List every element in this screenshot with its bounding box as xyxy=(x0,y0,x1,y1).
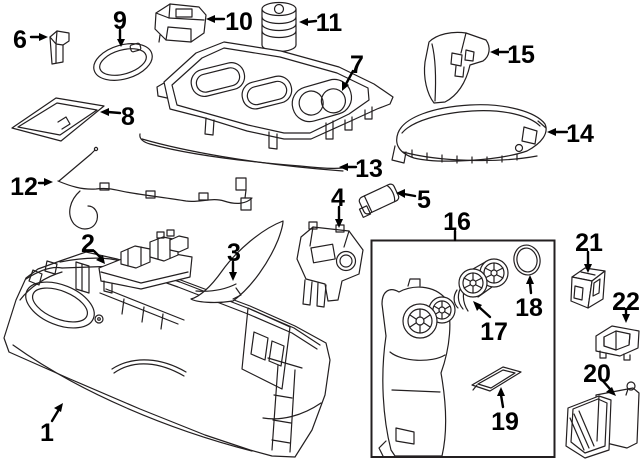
callout-4-label[interactable]: 4 xyxy=(331,184,345,212)
callout-12-arrow xyxy=(37,178,53,186)
part-6-retainer-clip xyxy=(49,30,70,65)
callout-1-arrow xyxy=(50,403,63,423)
callout-12-label[interactable]: 12 xyxy=(10,173,38,201)
callout-20-label[interactable]: 20 xyxy=(583,360,611,388)
callout-3-label[interactable]: 3 xyxy=(227,239,241,267)
callout-7-arrow xyxy=(342,69,355,91)
part-18-bezel-ring xyxy=(513,244,541,276)
callout-19-label[interactable]: 19 xyxy=(491,408,519,436)
part-11-rubber-cup-insert xyxy=(261,1,297,53)
part-12-wiring-harness xyxy=(57,146,253,230)
callout-19-arrow xyxy=(497,387,505,409)
callout-3-arrow xyxy=(229,260,237,281)
callout-22-arrow xyxy=(622,307,630,323)
callout-11-arrow xyxy=(299,18,318,26)
callout-16-label[interactable]: 16 xyxy=(443,208,471,236)
part-22-outlet-housing xyxy=(595,325,640,361)
callout-13-arrow xyxy=(339,163,358,171)
callout-8-arrow xyxy=(100,108,122,116)
callout-17-arrow xyxy=(473,301,492,319)
callout-21-arrow xyxy=(584,250,592,273)
part-16-rear-trim-panel xyxy=(378,278,456,457)
callout-6-arrow xyxy=(29,33,48,41)
callout-17-label[interactable]: 17 xyxy=(480,318,508,346)
part-8-liner-mat xyxy=(11,97,105,142)
callout-6-label[interactable]: 6 xyxy=(13,26,27,54)
part-5-console-lamp xyxy=(358,183,400,218)
part-10-retainer-bracket xyxy=(154,3,207,43)
part-3-liner-pad xyxy=(190,220,284,304)
callout-10-arrow xyxy=(206,15,226,23)
callout-4-arrow xyxy=(335,205,343,228)
callout-arrows xyxy=(29,15,630,423)
part-4-rear-bracket xyxy=(296,221,364,308)
part-7-console-trim-bezel xyxy=(156,41,394,150)
part-16-group-box xyxy=(370,239,556,458)
part-9-armrest-pad xyxy=(93,42,153,81)
callout-labels: 1 2 3 4 5 6 7 8 9 10 11 12 13 14 15 16 1… xyxy=(10,7,640,447)
part-2-control-module xyxy=(98,229,193,294)
part-20-storage-bin xyxy=(565,381,640,459)
callout-9-label[interactable]: 9 xyxy=(113,7,127,35)
callout-7-label[interactable]: 7 xyxy=(350,51,364,79)
callout-21-label[interactable]: 21 xyxy=(575,229,603,257)
callout-20-arrow xyxy=(601,379,616,396)
part-14-armrest-lid xyxy=(391,104,547,164)
callout-5-arrow xyxy=(396,189,417,198)
callout-2-arrow xyxy=(92,249,105,264)
part-13-trim-strip xyxy=(139,133,344,172)
part-15-hinge-bracket xyxy=(423,31,490,104)
callout-2-label[interactable]: 2 xyxy=(81,230,95,258)
callout-18-label[interactable]: 18 xyxy=(515,294,543,322)
callout-15-label[interactable]: 15 xyxy=(507,41,535,69)
callout-13-label[interactable]: 13 xyxy=(355,155,383,183)
part-21-power-outlet xyxy=(570,267,606,309)
callout-22-label[interactable]: 22 xyxy=(612,288,640,316)
part-19-rubber-tray-mat xyxy=(471,366,522,392)
callout-1-label[interactable]: 1 xyxy=(40,419,54,447)
callout-8-label[interactable]: 8 xyxy=(121,103,135,131)
part-17-air-vent xyxy=(453,258,509,312)
callout-5-label[interactable]: 5 xyxy=(417,186,431,214)
callout-18-arrow xyxy=(526,275,534,295)
callout-9-arrow xyxy=(117,28,125,47)
callout-10-label[interactable]: 10 xyxy=(225,8,253,36)
callout-14-label[interactable]: 14 xyxy=(566,120,594,148)
callout-14-arrow xyxy=(547,128,569,136)
part-1-floor-console-body xyxy=(3,251,331,458)
callout-11-label[interactable]: 11 xyxy=(316,9,343,37)
callout-15-arrow xyxy=(490,48,510,56)
